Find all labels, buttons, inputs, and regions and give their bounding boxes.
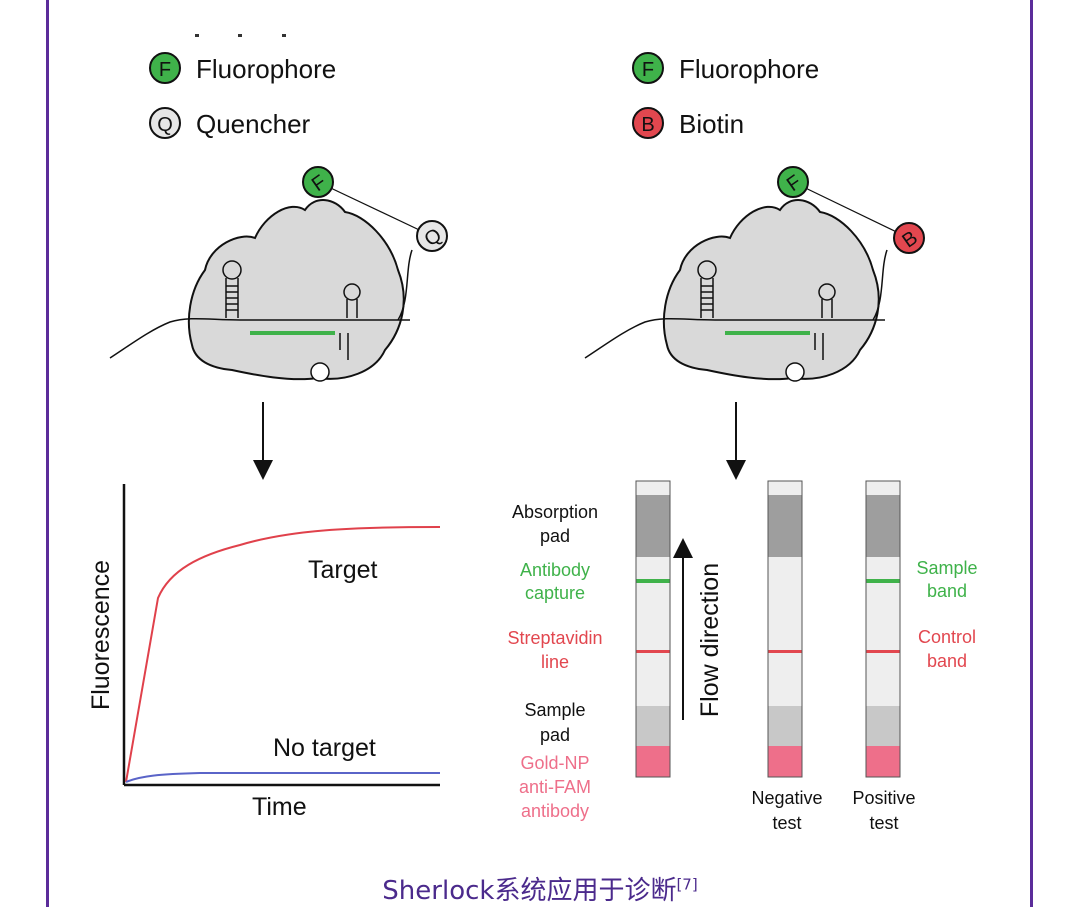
legend-right: F Fluorophore B Biotin — [632, 52, 819, 139]
strip-reference — [635, 480, 671, 778]
negative-test-label: test — [772, 813, 801, 833]
caption-reference[interactable]: [7] — [676, 875, 698, 894]
biotin-label: Biotin — [679, 109, 744, 139]
target-curve — [125, 526, 441, 783]
legend-biotin-right: B Biotin — [632, 107, 744, 139]
legend-fluorophore-left: F Fluorophore — [149, 52, 336, 84]
top-clipped-marks — [195, 34, 286, 37]
sherlock-diagram: F Fluorophore Q Quencher F Fluorophore B… — [87, 34, 978, 833]
no-target-curve — [125, 772, 440, 783]
sample-pad-label: pad — [540, 725, 570, 745]
rna-strand — [109, 317, 410, 359]
cas13-complex-left: F Q — [109, 166, 448, 382]
fluorophore-symbol: F — [159, 59, 171, 81]
quencher-icon — [149, 107, 181, 139]
biotin-icon — [893, 222, 925, 254]
right-frame-border — [1030, 0, 1033, 907]
streptavidin-line-label: line — [541, 652, 569, 672]
lateral-flow-section: Flow direction Absorption pad Antibody c… — [507, 480, 978, 833]
biotin-symbol: B — [641, 114, 654, 136]
fluorescence-plot: Target No target Time Fluorescence — [87, 484, 441, 821]
gold-np-label: antibody — [521, 801, 589, 821]
crrna-hairpin-right — [697, 260, 836, 382]
x-axis-label: Time — [252, 793, 307, 821]
strip-negative — [767, 480, 803, 778]
control-band-line — [768, 650, 802, 653]
figure-caption: Sherlock系统应用于诊断[7] — [0, 870, 1080, 907]
quencher-label: Quencher — [196, 109, 311, 139]
gold-np-label: Gold-NP — [520, 753, 589, 773]
reporter-linker — [317, 181, 433, 237]
positive-test-label: Positive — [852, 788, 915, 808]
caption-text: Sherlock系统应用于诊断 — [382, 876, 677, 906]
gold-np-label: anti-FAM — [519, 777, 591, 797]
antibody-capture-label: Antibody — [520, 560, 590, 580]
crrna-hairpin-left — [222, 260, 361, 382]
streptavidin-line-label: Streptavidin — [507, 628, 602, 648]
fluorophore-icon — [777, 166, 809, 198]
quencher-icon — [416, 220, 448, 252]
fluorophore-symbol: F — [642, 59, 654, 81]
sample-band-line — [866, 579, 900, 583]
biotin-icon — [632, 107, 664, 139]
legend-fluorophore-right: F Fluorophore — [632, 52, 819, 84]
flow-direction-label: Flow direction — [696, 563, 724, 717]
no-target-label: No target — [273, 734, 376, 762]
control-band-label: band — [927, 651, 967, 671]
target-label: Target — [308, 556, 378, 584]
quencher-symbol: Q — [157, 114, 173, 136]
antibody-capture-label: capture — [525, 583, 585, 603]
negative-test-label: Negative — [751, 788, 822, 808]
fluorophore-icon — [302, 166, 334, 198]
fluorophore-icon — [149, 52, 181, 84]
control-band-label: Control — [918, 627, 976, 647]
legend-left: F Fluorophore Q Quencher — [149, 52, 336, 139]
rna-strand — [584, 317, 885, 359]
control-band-line — [866, 650, 900, 653]
left-frame-border — [46, 0, 49, 907]
y-axis-label: Fluorescence — [87, 560, 115, 710]
sample-band-line — [636, 579, 670, 583]
absorption-pad-label: pad — [540, 526, 570, 546]
sample-band-label: Sample — [916, 558, 977, 578]
control-band-line — [636, 650, 670, 653]
positive-test-label: test — [869, 813, 898, 833]
fluorophore-icon — [632, 52, 664, 84]
cas13-complex-right: F B — [584, 166, 925, 382]
cas13-protein-shape — [662, 199, 880, 381]
legend-quencher-left: Q Quencher — [149, 107, 311, 139]
absorption-pad-label: Absorption — [512, 502, 598, 522]
sample-pad-label: Sample — [524, 700, 585, 720]
sample-band-label: band — [927, 581, 967, 601]
strip-positive — [865, 480, 901, 778]
cas13-protein-shape — [187, 199, 405, 381]
fluorophore-label: Fluorophore — [196, 54, 336, 84]
fluorophore-label: Fluorophore — [679, 54, 819, 84]
reporter-linker — [792, 181, 910, 239]
